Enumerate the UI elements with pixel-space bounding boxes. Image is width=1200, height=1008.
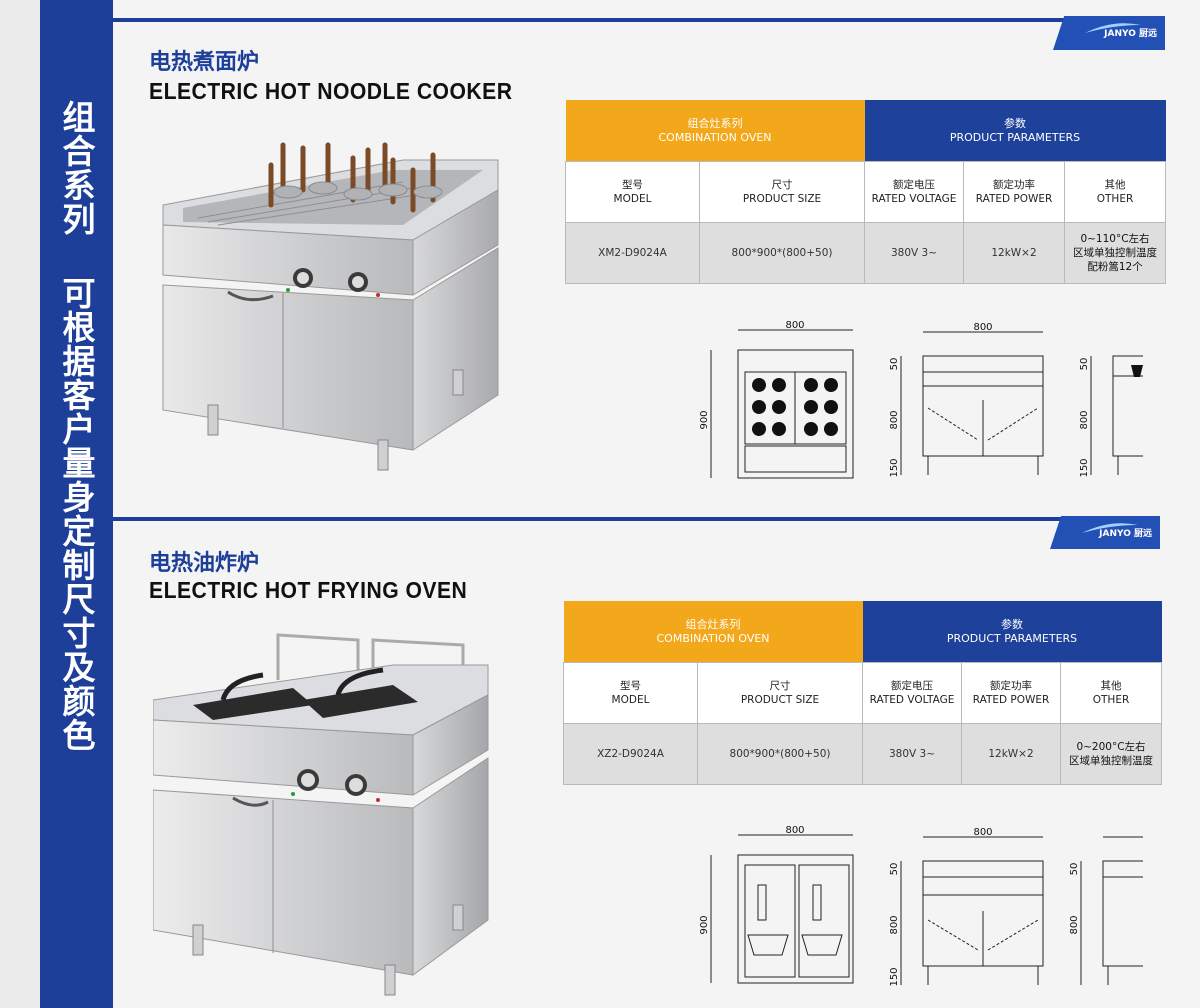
header-series-en: COMBINATION OVEN — [656, 631, 770, 645]
dim-top-width: 800 — [785, 825, 804, 836]
value-model: XZ2-D9024A — [563, 723, 698, 785]
dim-top-depth: 900 — [699, 410, 710, 429]
value-size: 800*900*(800+50) — [696, 723, 864, 785]
dim-side-800: 800 — [1079, 410, 1090, 429]
header-series-en: COMBINATION OVEN — [658, 130, 772, 144]
dim-front-width: 800 — [973, 322, 992, 333]
logo-text: JANYO 厨远 — [1099, 529, 1152, 539]
section-rule — [113, 517, 1113, 521]
dim-side-150: 150 — [1079, 458, 1090, 477]
side-banner-text: 组合系列 可根据客户量身定制尺寸及颜色 — [57, 100, 96, 752]
spec-table: 组合灶系列 COMBINATION OVEN 参数 PRODUCT PARAME… — [565, 100, 1167, 284]
spec-header-params: 参数 PRODUCT PARAMETERS — [862, 601, 1162, 663]
product-section-noodle-cooker: JANYO 厨远 电热煮面炉 ELECTRIC HOT NOODLE COOKE… — [113, 0, 1200, 510]
dim-side-50: 50 — [1079, 358, 1090, 371]
dim-side-50: 50 — [1069, 863, 1080, 876]
logo-swoosh-icon — [1085, 23, 1141, 33]
product-title-en: ELECTRIC HOT NOODLE COOKER — [149, 78, 513, 104]
dim-front-50: 50 — [889, 358, 900, 371]
value-model: XM2-D9024A — [565, 222, 700, 284]
technical-drawings: 800 900 800 50 800 150 900 50 800 — [699, 825, 1143, 987]
header-params-cn: 参数 — [1004, 116, 1027, 130]
product-title-cn: 电热煮面炉 — [149, 50, 260, 75]
dim-front-150: 150 — [889, 458, 900, 477]
header-series-cn: 组合灶系列 — [687, 116, 743, 130]
header-params-en: PRODUCT PARAMETERS — [946, 631, 1078, 645]
logo-text: JANYO 厨远 — [1104, 29, 1157, 39]
side-banner: 组合系列 可根据客户量身定制尺寸及颜色 — [40, 0, 113, 1008]
header-params-cn: 参数 — [1001, 617, 1024, 631]
brand-logo: JANYO 厨远 — [1053, 16, 1165, 50]
dim-front-50: 50 — [889, 863, 900, 876]
value-voltage: 380V 3~ — [862, 723, 963, 785]
spec-header-series: 组合灶系列 COMBINATION OVEN — [565, 100, 865, 162]
spec-header-params: 参数 PRODUCT PARAMETERS — [864, 100, 1166, 162]
dim-front-150: 150 — [889, 967, 900, 986]
value-other: 0~110°C左右区域单独控制温度配粉篙12个 — [1064, 222, 1167, 284]
product-title-cn: 电热油炸炉 — [149, 551, 260, 576]
section-rule — [113, 18, 1113, 22]
dim-side-800: 800 — [1069, 915, 1080, 934]
logo-swoosh-icon — [1082, 523, 1138, 533]
noodle-cooker-photo — [162, 142, 499, 471]
value-power: 12kW×2 — [961, 723, 1062, 785]
value-voltage: 380V 3~ — [864, 222, 965, 284]
brand-logo: JANYO 厨远 — [1050, 516, 1160, 549]
value-power: 12kW×2 — [963, 222, 1066, 284]
header-params-en: PRODUCT PARAMETERS — [949, 130, 1081, 144]
spec-header-series: 组合灶系列 COMBINATION OVEN — [563, 601, 863, 663]
dim-top-width: 800 — [785, 320, 804, 331]
dim-front-800: 800 — [889, 410, 900, 429]
page-margin — [0, 0, 40, 1008]
product-title-en: ELECTRIC HOT FRYING OVEN — [149, 577, 468, 603]
frying-oven-photo — [153, 633, 489, 996]
value-other: 0~200°C左右区域单独控制温度 — [1060, 723, 1163, 785]
header-series-cn: 组合灶系列 — [685, 617, 741, 631]
technical-drawings: 800 900 800 50 800 150 50 800 150 — [699, 320, 1143, 479]
spec-table: 组合灶系列 COMBINATION OVEN 参数 PRODUCT PARAME… — [563, 601, 1163, 785]
product-section-frying-oven: JANYO 厨远 电热油炸炉 ELECTRIC HOT FRYING OVEN — [113, 515, 1200, 1008]
dim-top-depth: 900 — [699, 915, 710, 934]
dim-front-800: 800 — [889, 915, 900, 934]
dim-front-width: 800 — [973, 827, 992, 838]
value-size: 800*900*(800+50) — [698, 222, 866, 284]
